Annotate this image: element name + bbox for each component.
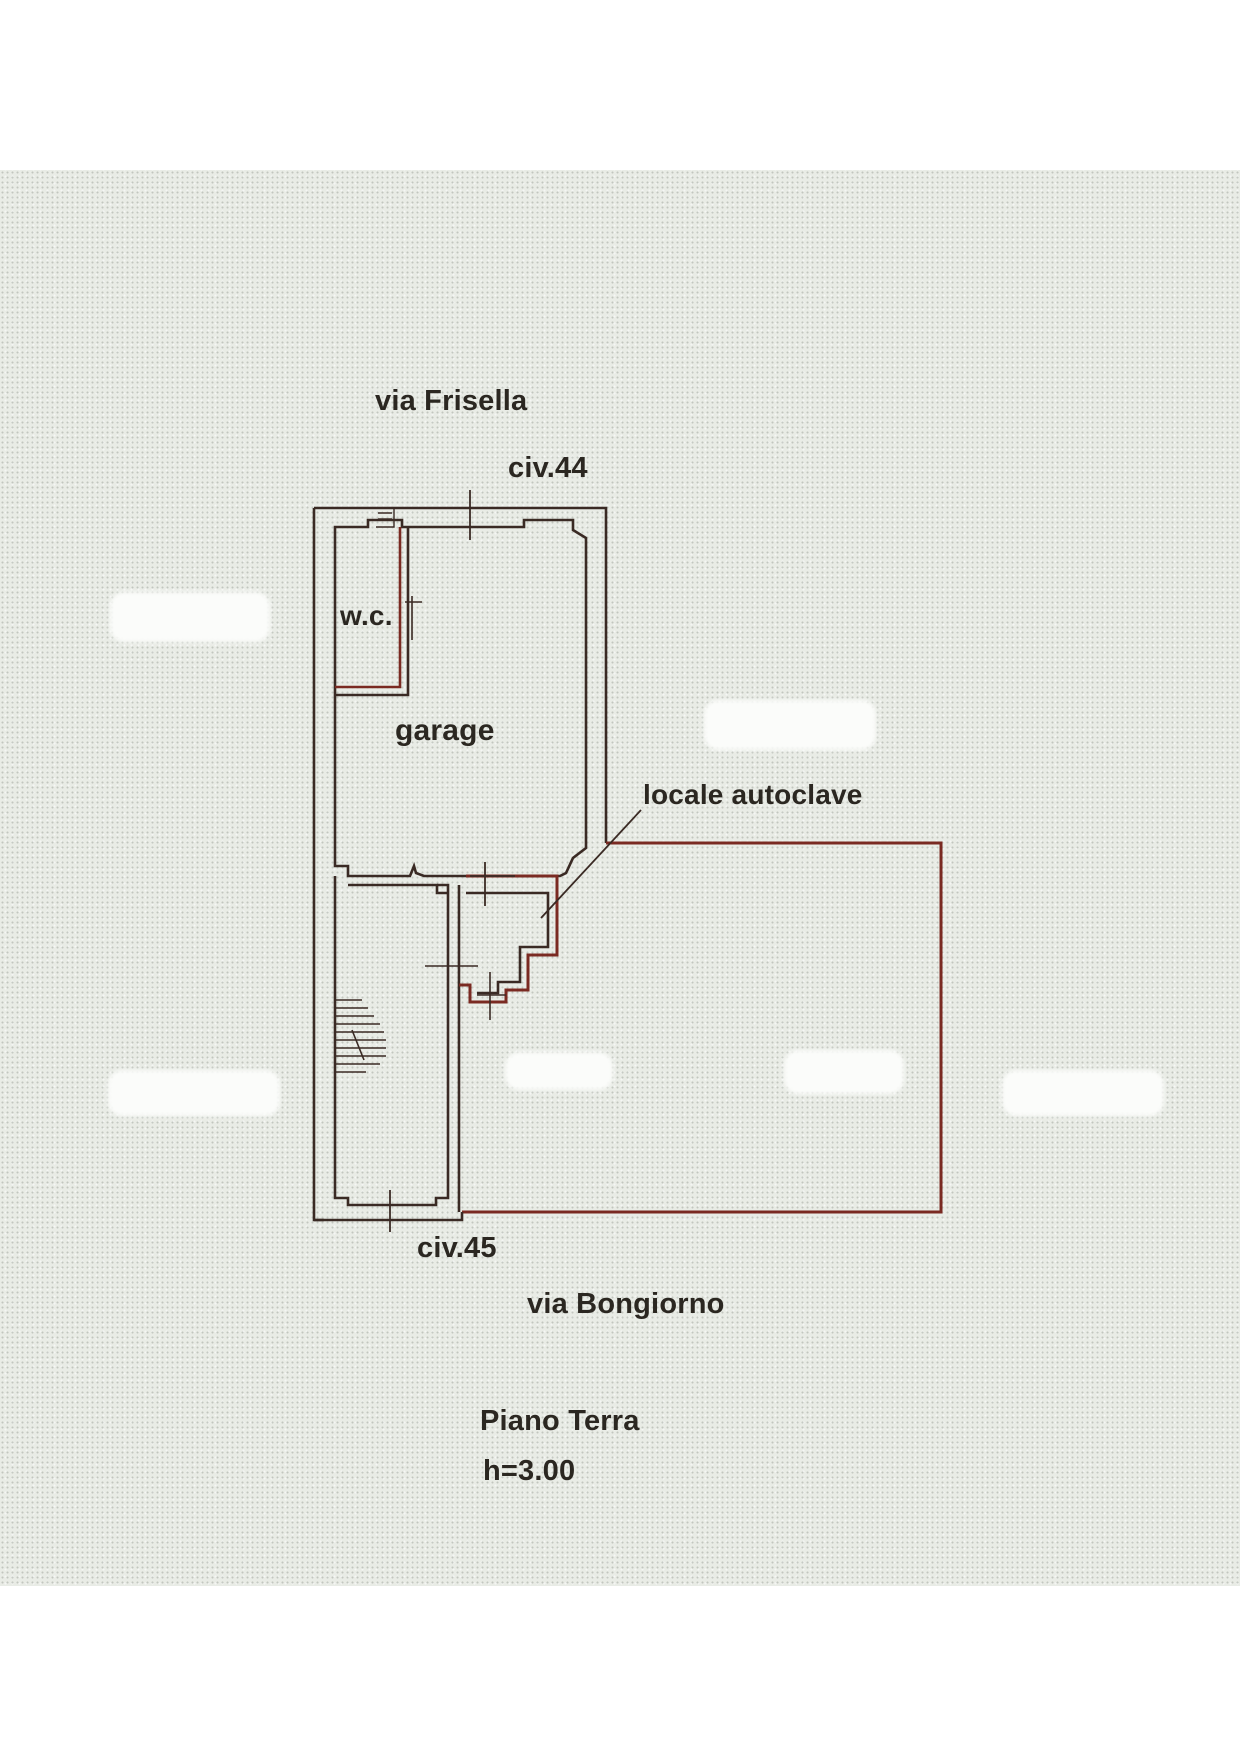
wc-wall [335, 527, 402, 689]
door-mark-garage-south [470, 862, 515, 906]
wc-fixture [376, 507, 395, 528]
corridor-wall-top [348, 883, 448, 895]
autoclave-pointer [540, 809, 642, 919]
wc-wall-inner [335, 527, 410, 697]
redaction-patch [110, 592, 270, 642]
redaction-patch [1002, 1070, 1164, 1116]
door-mark-corridor [425, 955, 478, 975]
autoclave-room-inner [466, 891, 550, 995]
civic-number-south: civ.45 [417, 1232, 497, 1264]
street-label-north: via Frisella [375, 385, 528, 417]
room-label-garage: garage [395, 714, 495, 747]
outer-wall-east [462, 841, 943, 1214]
floor-name: Piano Terra [480, 1405, 640, 1437]
door-mark-wc [405, 596, 422, 640]
redaction-patch [108, 1070, 280, 1116]
room-label-autoclave: locale autoclave [643, 779, 863, 810]
outer-wall-south [314, 1212, 464, 1222]
redaction-patch [704, 700, 876, 750]
stair [335, 999, 386, 1073]
redaction-patch [505, 1052, 613, 1090]
autoclave-room-wall [459, 874, 559, 1004]
room-label-wc: w.c. [340, 600, 393, 631]
scanned-sheet [0, 170, 1240, 1586]
door-mark-autoclave [477, 972, 506, 1020]
inner-wall-garage [333, 518, 588, 878]
civic-number-north: civ.44 [508, 452, 588, 484]
street-label-south: via Bongiorno [527, 1288, 725, 1320]
redaction-patch [784, 1050, 904, 1094]
corridor-wall-west [333, 876, 450, 1207]
floor-height: h=3.00 [483, 1455, 576, 1487]
